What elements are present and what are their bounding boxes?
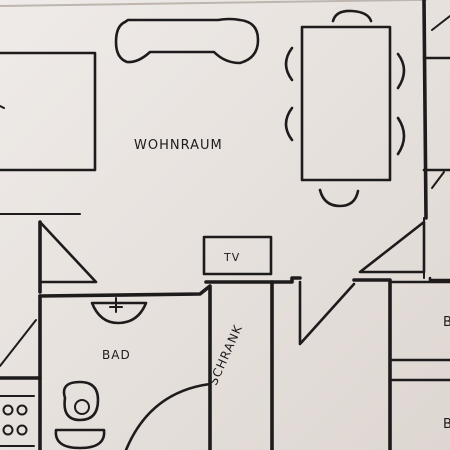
dining-table-icon xyxy=(300,25,392,182)
paper-edge xyxy=(0,0,427,7)
room-label-tv: TV xyxy=(224,251,241,264)
door-swing xyxy=(38,220,98,284)
door-swing xyxy=(298,280,356,346)
left-furniture-outline xyxy=(0,51,97,172)
chair-icon xyxy=(284,46,294,82)
chair-icon xyxy=(284,106,294,142)
right-wall-divider xyxy=(428,276,450,282)
door-swing xyxy=(431,15,450,31)
room-label-living: WOHNRAUM xyxy=(134,138,223,153)
shower-arc xyxy=(124,382,212,450)
door-swing xyxy=(358,220,426,274)
sink-icon xyxy=(90,301,148,325)
toilet-icon xyxy=(62,380,100,422)
right-wall xyxy=(422,0,428,220)
bath-wall xyxy=(38,284,212,450)
toilet-seat-icon xyxy=(74,399,90,415)
hall-wall xyxy=(352,278,392,450)
faucet-icon xyxy=(109,297,123,313)
chair-icon xyxy=(331,9,373,23)
chair-icon xyxy=(396,116,406,156)
room-label-right-upper: B xyxy=(443,315,450,330)
pen-mark xyxy=(0,105,5,109)
room-label-right-lower: B xyxy=(443,417,450,432)
tv-icon xyxy=(202,235,273,276)
toilet-tank-icon xyxy=(54,428,106,450)
chair-icon xyxy=(396,52,406,90)
closet-top-wall xyxy=(204,276,302,284)
door-swing xyxy=(431,171,445,189)
stove-icon xyxy=(0,395,35,447)
sofa-icon xyxy=(114,17,260,65)
chair-icon xyxy=(318,188,360,208)
room-label-bath: BAD xyxy=(102,348,131,362)
door-swing xyxy=(0,319,37,367)
